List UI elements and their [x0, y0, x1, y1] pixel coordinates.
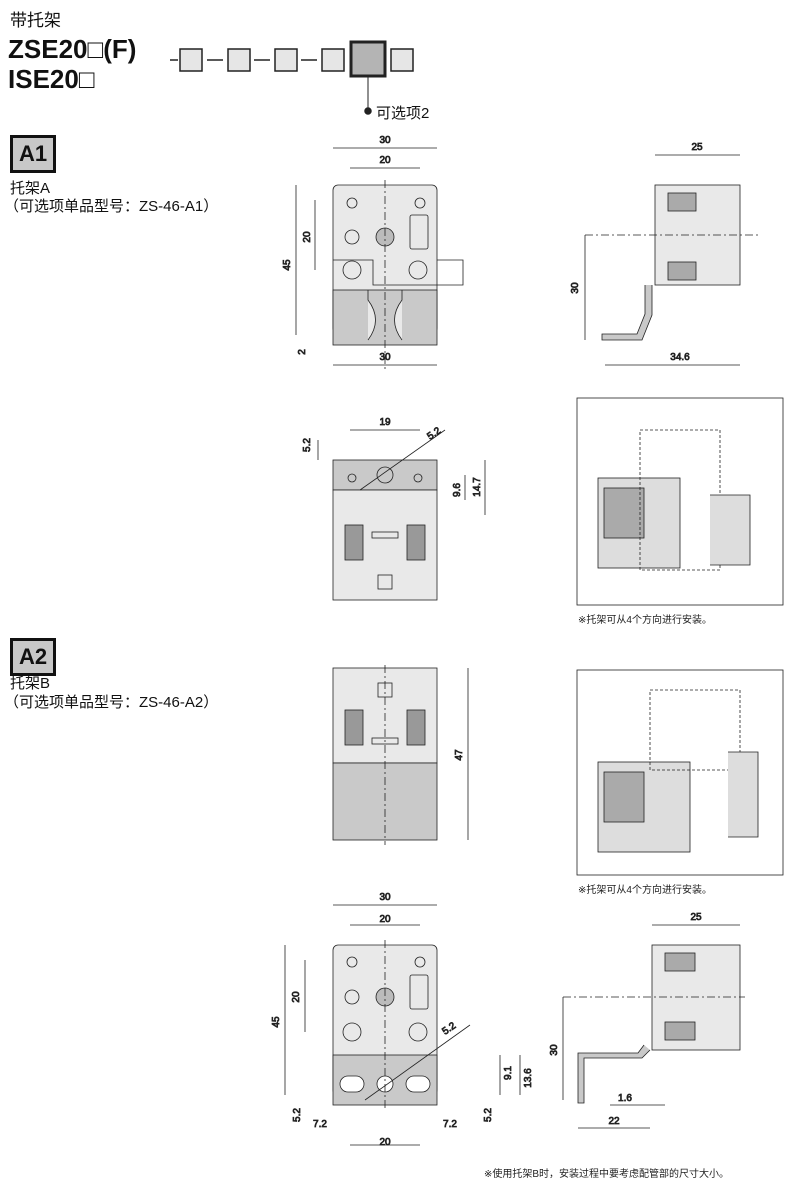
bracket-b-part: （可选项单品型号：ZS-46-A2） [4, 694, 219, 711]
badge-a2: A2 [10, 638, 56, 676]
dim: 20 [379, 155, 391, 166]
bracket-b-name: 托架B [10, 675, 51, 692]
a1-side-view [584, 154, 760, 366]
dim: 20 [291, 991, 302, 1003]
a2-caption: ※托架可从4个方向进行安装。 [578, 885, 712, 896]
dim: 2 [297, 349, 308, 355]
dim: 47 [454, 749, 465, 761]
badge-a1: A1 [10, 135, 56, 173]
dim: 19 [379, 417, 391, 428]
dim: 7.2 [313, 1119, 327, 1130]
dim: 30 [379, 352, 391, 363]
dim: 34.6 [670, 352, 690, 363]
dim: 20 [379, 1137, 391, 1148]
a1-caption: ※托架可从4个方向进行安装。 [578, 615, 712, 626]
model-zse: ZSE20□(F) [8, 34, 137, 64]
dim: 20 [302, 231, 313, 243]
dim: 22 [608, 1116, 620, 1127]
dim: 30 [379, 135, 391, 146]
model-code-boxes [170, 40, 414, 115]
dim: 20 [379, 914, 391, 925]
dim: 5.2 [292, 1108, 303, 1122]
dim: 25 [690, 912, 702, 923]
dim: 9.6 [452, 483, 463, 497]
dim: 30 [379, 892, 391, 903]
model-ise: ISE20□ [8, 64, 95, 94]
dim: 14.7 [472, 477, 483, 497]
dim: 1.6 [618, 1093, 632, 1104]
dim: 30 [570, 282, 581, 294]
dim: 7.2 [443, 1119, 457, 1130]
a2-side-view [562, 924, 745, 1129]
dim: 5.2 [302, 438, 313, 452]
option-label: 可选项2 [376, 105, 430, 122]
bracket-a-name: 托架A [10, 180, 51, 197]
a2-back-view [332, 665, 469, 845]
a1-front-view [295, 147, 464, 370]
dim: 45 [282, 259, 293, 271]
dim: 5.2 [425, 425, 443, 442]
dim: 25 [691, 142, 703, 153]
a1-top-view [317, 429, 486, 601]
a1-mounting-illustration [576, 397, 784, 606]
dim: 9.1 [503, 1066, 514, 1080]
dim: 30 [549, 1044, 560, 1056]
footer-note: ※使用托架B时，安装过程中要考虑配管部的尺寸大小。 [484, 1169, 730, 1180]
section-title: 带托架 [10, 11, 61, 30]
bracket-a-part: （可选项单品型号：ZS-46-A1） [4, 198, 219, 215]
dim: 13.6 [523, 1068, 534, 1088]
a2-front-view [284, 904, 521, 1146]
a2-mounting-illustration [576, 669, 784, 876]
dim: 45 [271, 1016, 282, 1028]
dim: 5.2 [483, 1108, 494, 1122]
